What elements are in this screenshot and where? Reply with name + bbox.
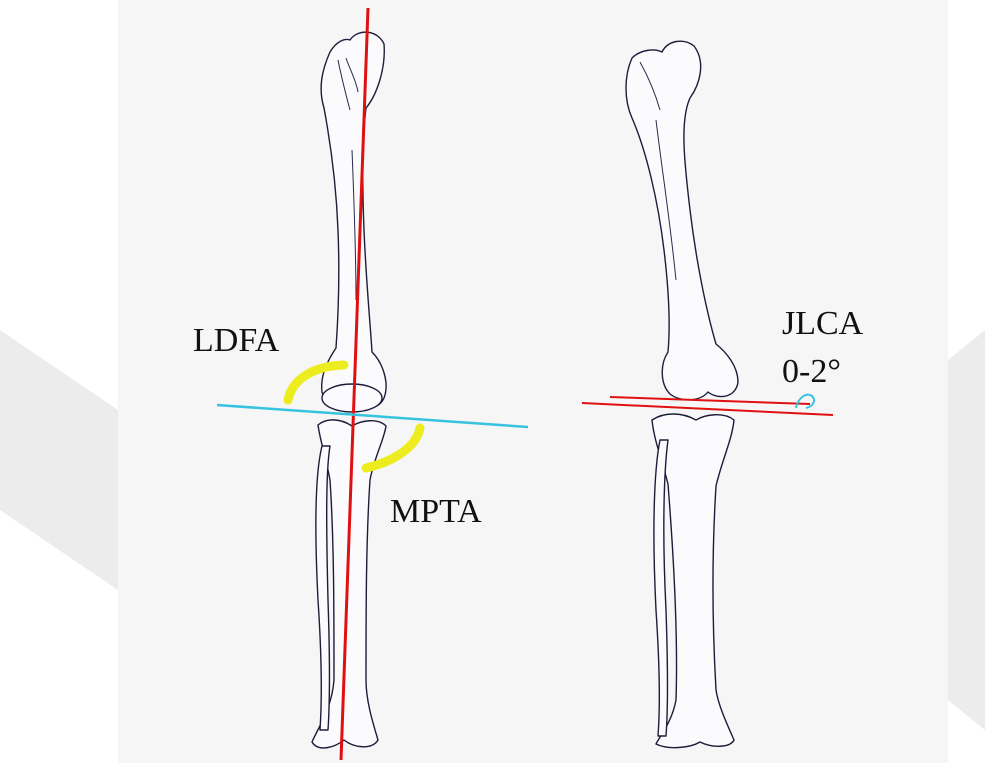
mpta-label: MPTA (390, 495, 482, 529)
right-tibial-joint-line (582, 403, 833, 415)
left-femur (321, 32, 386, 408)
ldfa-label: LDFA (193, 324, 279, 358)
jlca-angle-arc (796, 395, 814, 408)
right-femoral-joint-line (610, 397, 810, 404)
left-leg (312, 32, 386, 748)
left-knee-condyles (322, 384, 382, 412)
jlca-label: JLCA (782, 307, 863, 341)
left-fibula (316, 446, 330, 730)
right-leg (626, 41, 738, 747)
jlca-value-label: 0-2° (782, 355, 841, 389)
right-fibula (654, 440, 668, 736)
right-femur (626, 41, 738, 400)
